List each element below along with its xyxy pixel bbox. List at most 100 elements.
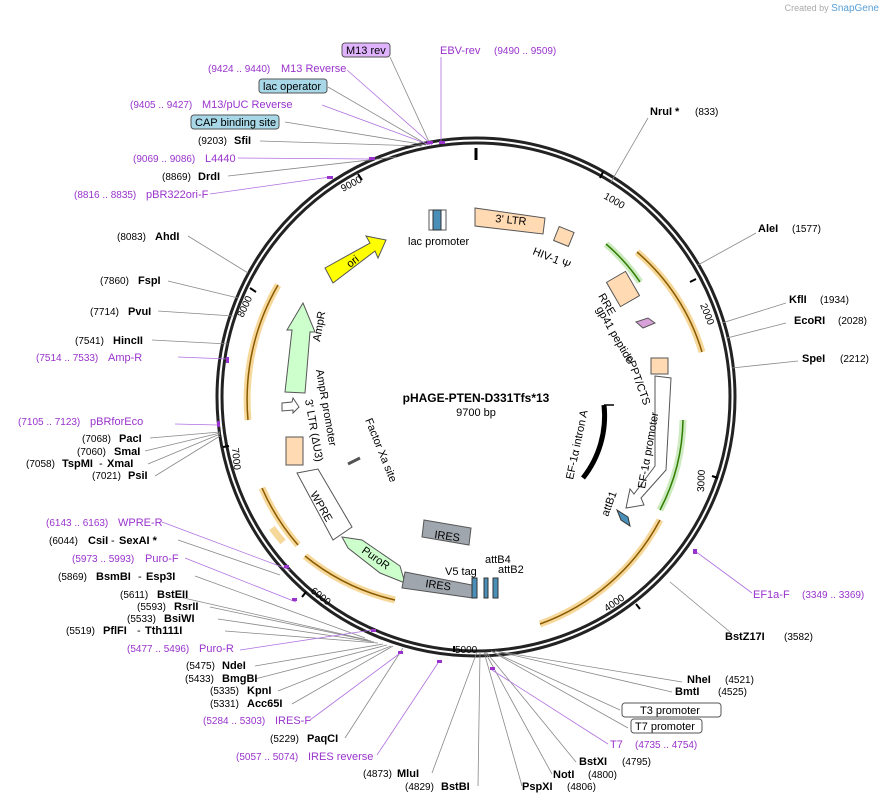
svg-text:attB1: attB1 [600,490,620,518]
feature-wpre: WPRE [296,468,353,541]
svg-text:(3582): (3582) [784,632,813,643]
svg-text:RsrII: RsrII [174,601,198,613]
svg-text:SexAI *: SexAI * [119,535,158,547]
feature-attb-cluster: V5 tag attB4 attB2 [445,554,524,599]
svg-text:M13/pUC Reverse: M13/pUC Reverse [202,99,292,111]
svg-text:(5519): (5519) [66,626,95,637]
primer-label: (7514 .. 7533)Amp-R [36,352,142,364]
svg-text:EcoRI: EcoRI [794,315,825,327]
svg-text:Puro-R: Puro-R [199,643,234,655]
svg-text:PsiI: PsiI [128,470,148,482]
enzyme-label: BmtI(4525) [675,686,747,698]
enzyme-label: (6044)CsiI-SexAI * [49,535,158,547]
svg-text:HincII: HincII [113,335,143,347]
svg-text:KflI: KflI [789,294,807,306]
feature-ires-upper: IRES [421,519,472,546]
svg-text:(7058): (7058) [26,459,55,470]
svg-text:NheI: NheI [687,674,711,686]
primer-label: (6143 .. 6163)WPRE-R [46,517,163,529]
primer-label: (9424 .. 9440) M13 Reverse [208,63,346,75]
svg-text:SfiI: SfiI [234,135,251,147]
feature-factor-xa: Factor Xa site [347,417,399,484]
svg-text:EF1a-F: EF1a-F [753,589,790,601]
boxed-label-cap-binding-site: CAP binding site [190,114,280,130]
orf-arcs [243,249,706,628]
primer-labels: EBV-rev(9490 .. 9509) (9424 .. 9440)M13 … [18,45,864,763]
svg-text:(4829): (4829) [405,782,434,793]
svg-text:(1934): (1934) [820,295,849,306]
svg-text:CsiI: CsiI [88,535,108,547]
plasmid-length: 9700 bp [456,407,496,419]
enzyme-label: (5335)KpnI [210,685,271,697]
enzyme-label: (5433)BmgBI [185,673,257,685]
svg-text:BstZ17I: BstZ17I [725,631,765,643]
svg-text:NotI: NotI [553,769,574,781]
svg-text:(5869): (5869) [58,572,87,583]
svg-text:BstBI: BstBI [441,781,470,793]
svg-text:EBV-rev: EBV-rev [440,45,481,57]
svg-text:cPPT/CTS: cPPT/CTS [623,354,652,407]
enzyme-label: (5869)BsmBI-Esp3I [58,571,175,583]
enzyme-label: (7714) PvuI [90,306,151,318]
svg-text:(5335): (5335) [210,686,239,697]
svg-text:attB2: attB2 [498,564,524,576]
svg-text:(9405 .. 9427): (9405 .. 9427) [130,100,192,111]
svg-text:Amp-R: Amp-R [108,352,142,364]
enzyme-label: EcoRI(2028) [794,315,867,327]
primer-label: (8816 .. 8835) pBR322ori-F [74,189,209,201]
svg-text:BstEII: BstEII [157,589,188,601]
svg-text:Acc65I: Acc65I [247,698,282,710]
enzyme-label: AleI(1577) [758,223,821,235]
enzyme-label: BstZ17I (3582) [725,631,813,643]
svg-text:(5475): (5475) [186,661,215,672]
svg-text:-: - [137,625,141,637]
svg-text:(9069 .. 9086): (9069 .. 9086) [133,154,195,165]
svg-text:(9490 .. 9509): (9490 .. 9509) [494,46,556,57]
enzyme-label: (7060)SmaI [77,446,140,458]
enzyme-label: NheI(4521) [687,674,754,686]
enzyme-label: (7058)TspMI-XmaI [26,458,133,470]
boxed-labels: M13 rev lac operator CAP binding site T3… [190,42,722,734]
primer-label: (9069 .. 9086) L4440 [133,153,236,165]
svg-text:SpeI: SpeI [802,353,825,365]
enzyme-label: (5519)PflFI-Tth111I [66,625,182,637]
primer-label: (5477 .. 5496)Puro-R [127,643,234,655]
tick-label: 5000 [455,645,478,656]
snapgene-credit: Created by SnapGene [784,3,879,14]
svg-text:(9424 .. 9440): (9424 .. 9440) [208,64,270,75]
feature-attb1: attB1 [600,490,631,528]
svg-text:(7105 .. 7123): (7105 .. 7123) [18,417,80,428]
svg-text:pBR322ori-F: pBR322ori-F [146,189,209,201]
enzyme-label: (7860)FspI [100,275,161,287]
boxed-label-lac-operator: lac operator [258,78,328,94]
primer-label: (7105 .. 7123)pBRforEco [18,416,143,428]
enzyme-label: (8869)DrdI [162,171,220,183]
feature-ori: ori [324,235,387,284]
svg-text:Factor Xa site: Factor Xa site [362,417,399,484]
svg-text:(5057 .. 5074): (5057 .. 5074) [236,752,298,763]
enzyme-label: (5611)BstEII [120,589,188,601]
svg-text:BstXI: BstXI [579,756,607,768]
boxed-label-t7-promoter: T7 promoter [630,718,703,734]
svg-text:M13 Reverse: M13 Reverse [281,63,346,75]
svg-text:BsiWI: BsiWI [164,613,195,625]
enzyme-labels-left: (9203)SfiI (8869)DrdI (8083)AhdI (7860)F… [26,135,338,745]
svg-text:lac promoter: lac promoter [408,236,469,248]
svg-text:(8816 .. 8835): (8816 .. 8835) [74,190,136,201]
svg-text:BmtI: BmtI [675,686,699,698]
tick-label: 8000 [236,294,256,319]
svg-text:(7860): (7860) [100,276,129,287]
svg-text:lac operator: lac operator [263,81,321,93]
svg-text:PvuI: PvuI [128,306,151,318]
svg-text:L4440: L4440 [205,153,236,165]
svg-text:(5433): (5433) [185,674,214,685]
svg-text:(4735 .. 4754): (4735 .. 4754) [635,740,697,751]
svg-text:(2212): (2212) [840,354,869,365]
primer-markers [217,141,697,670]
svg-text:(7714): (7714) [90,307,119,318]
feature-lac-promoter: lac promoter [408,209,469,248]
svg-text:(5229): (5229) [270,734,299,745]
primer-label: EF1a-F(3349 .. 3369) [753,589,864,601]
enzyme-label: (5593)RsrII [137,601,198,613]
